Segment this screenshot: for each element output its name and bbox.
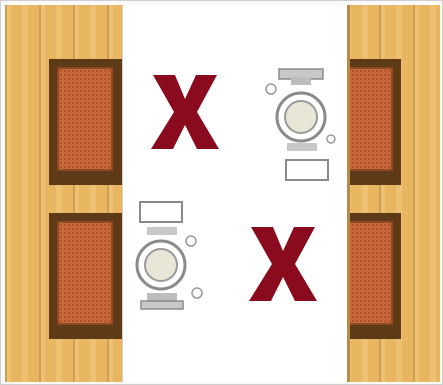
chair-cushion (57, 221, 113, 325)
chair-top-left[interactable] (49, 59, 123, 185)
seat-card (139, 201, 183, 223)
place-setting-bottom-left[interactable] (131, 197, 211, 317)
red-x-icon[interactable] (245, 223, 321, 305)
dining-table[interactable] (123, 5, 347, 382)
place-setting-top-right[interactable] (263, 67, 343, 187)
seat-card (285, 159, 329, 181)
chair-cushion (57, 67, 113, 171)
chair-bottom-left[interactable] (49, 213, 123, 339)
red-x-icon[interactable] (147, 71, 223, 153)
